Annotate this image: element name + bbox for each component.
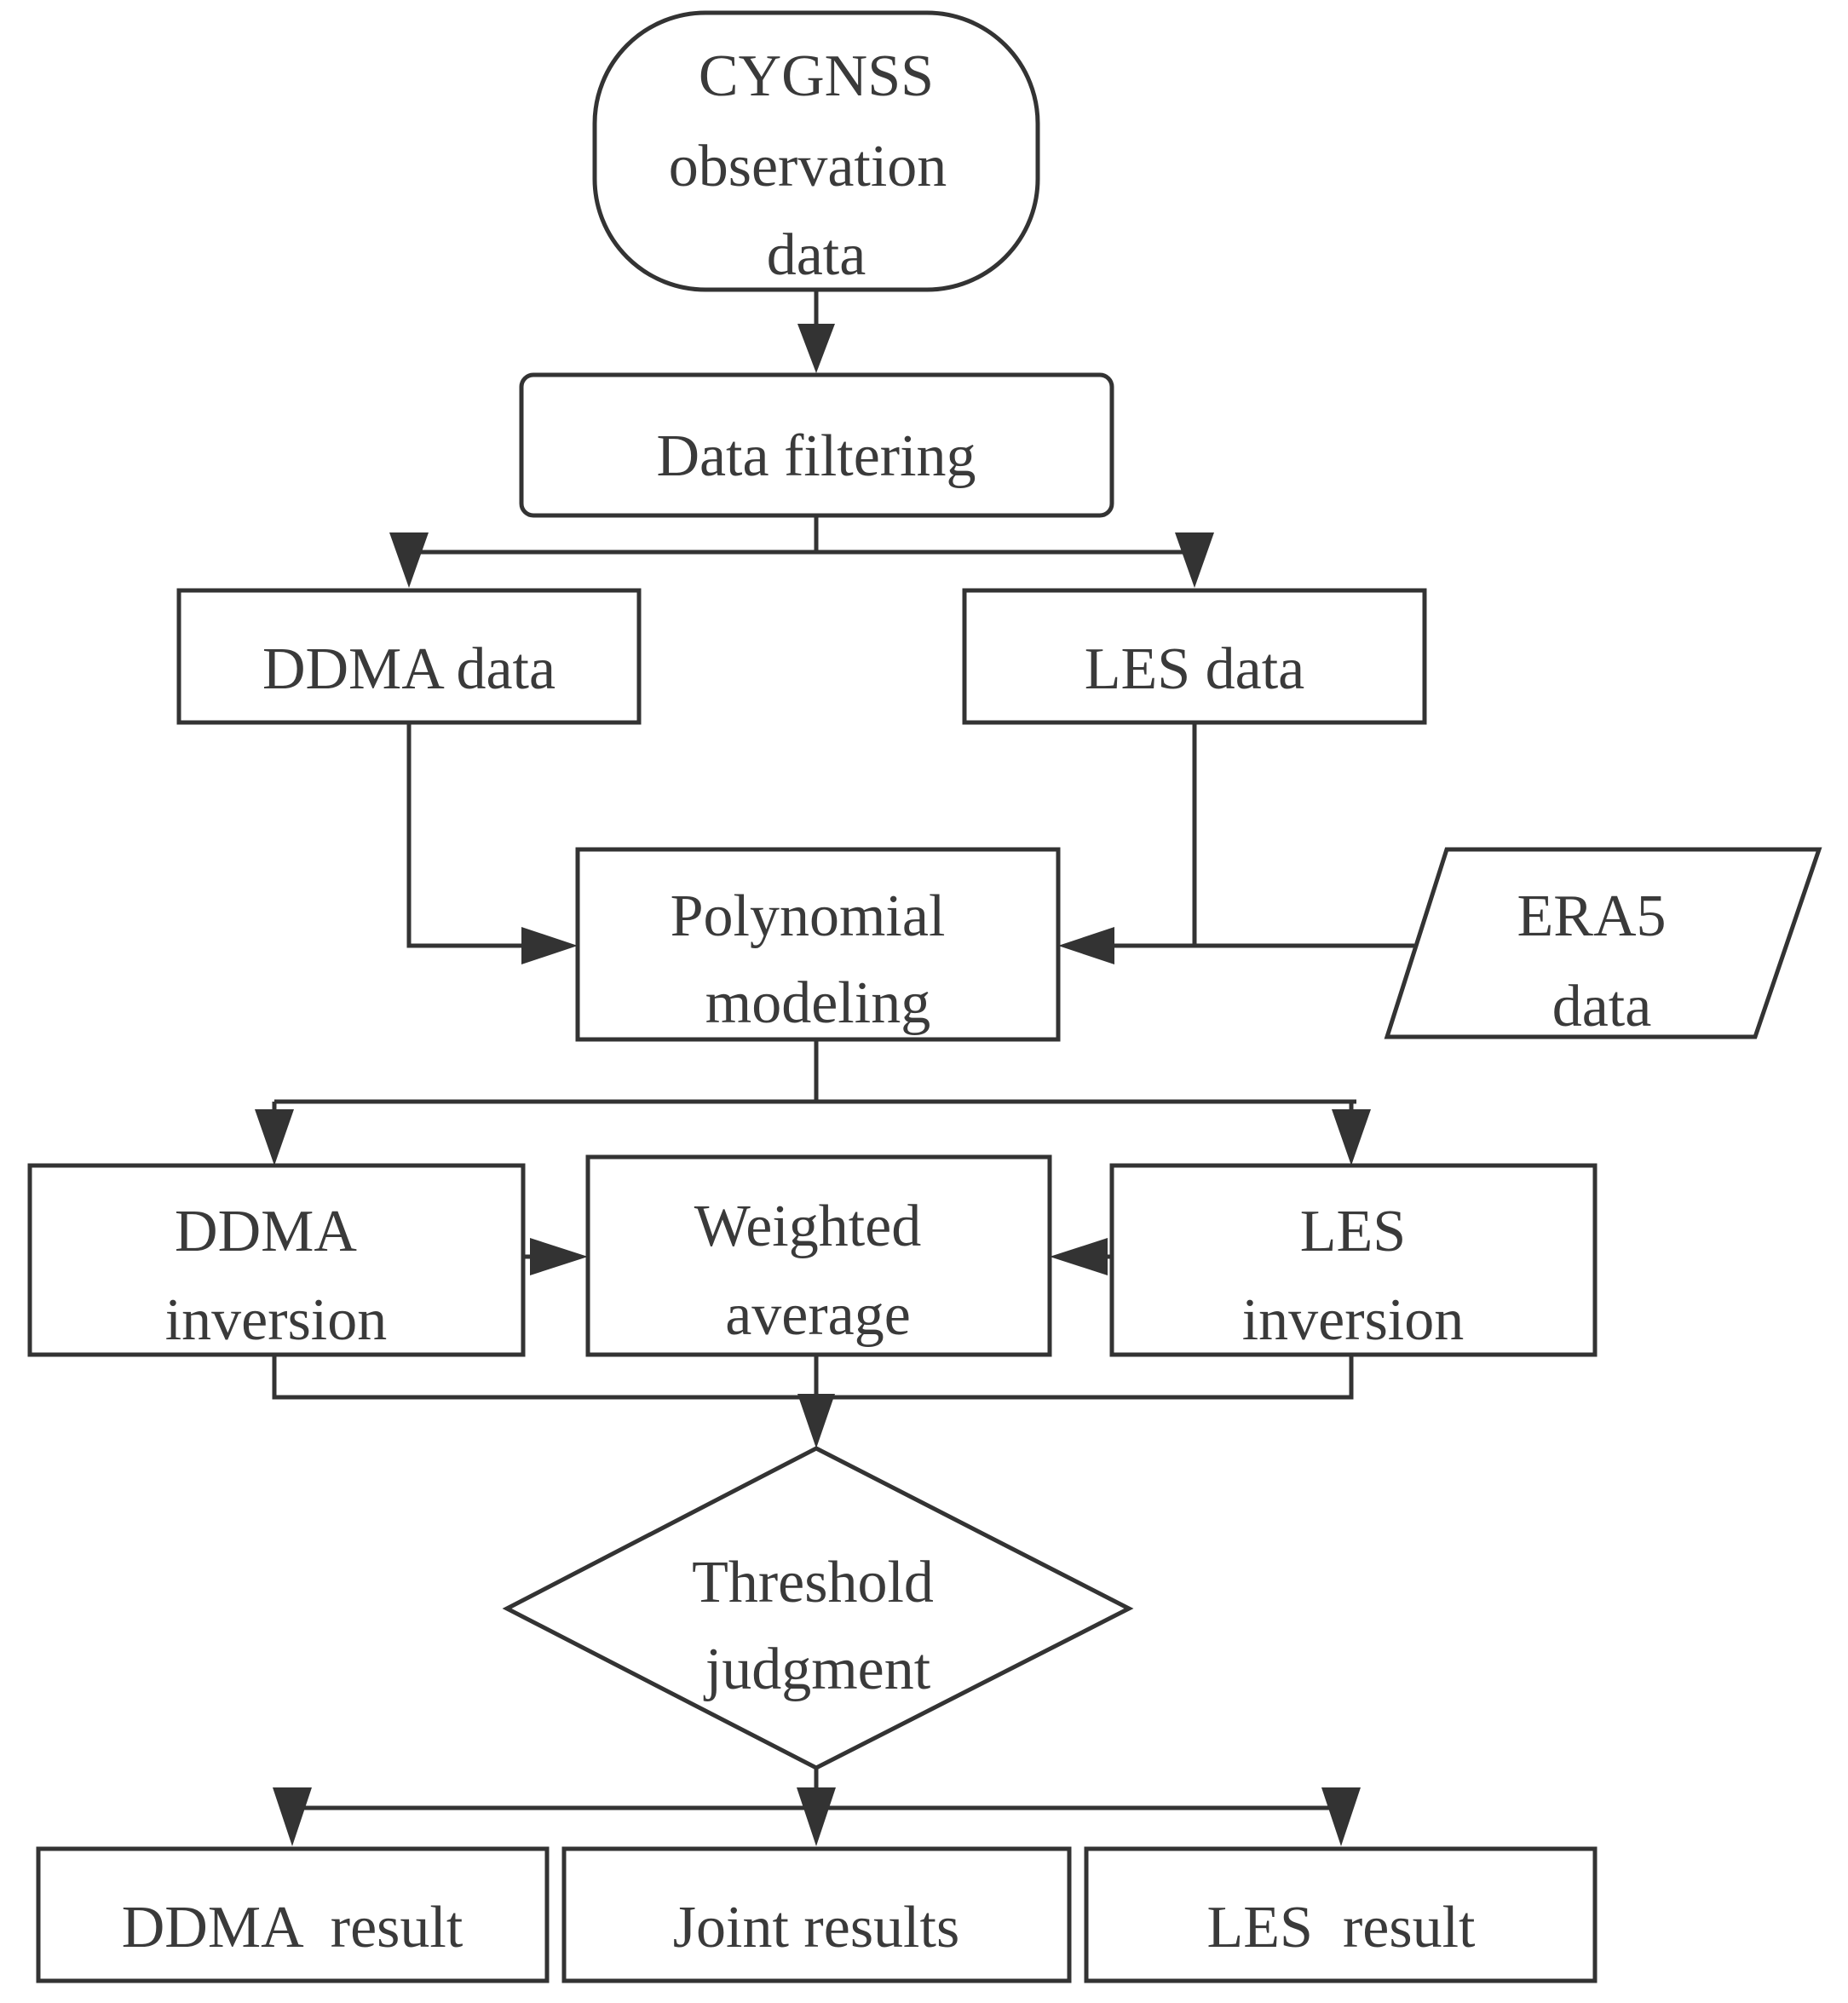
process-shape xyxy=(585,1154,1052,1357)
node-label-line: DDMA result xyxy=(122,1895,463,1960)
node-label-line: inversion xyxy=(1242,1287,1465,1353)
node-les-result: LES result xyxy=(1084,1846,1598,1983)
terminator-shape xyxy=(592,10,1040,292)
node-label-line: inversion xyxy=(165,1287,388,1353)
node-ddma-inversion: DDMA inversion xyxy=(27,1163,526,1357)
node-label-line: observation xyxy=(669,134,947,199)
edge-poly-split xyxy=(272,1039,1356,1125)
node-label-line: Data filtering xyxy=(656,423,976,489)
node-label-line: Weighted xyxy=(694,1194,922,1259)
node-label-line: Polynomial xyxy=(671,884,946,949)
edge-filtering-split xyxy=(406,515,1197,555)
node-ddma-data: DDMA data xyxy=(176,588,642,725)
arrowhead-les-inv xyxy=(1332,1109,1371,1166)
node-label-line: LES data xyxy=(1085,636,1305,702)
node-label-line: LES result xyxy=(1207,1895,1477,1960)
process-shape xyxy=(519,372,1114,518)
node-label-line: average xyxy=(725,1282,911,1348)
node-label-line: data xyxy=(767,222,866,288)
node-label-line: DDMA data xyxy=(262,636,556,702)
node-joint-results: Joint results xyxy=(561,1846,1072,1983)
node-label-line: CYGNSS xyxy=(699,43,934,109)
arrowhead-les-data xyxy=(1175,532,1214,588)
arrowhead-ddma-result xyxy=(273,1787,312,1846)
arrowhead-les-result xyxy=(1321,1787,1361,1846)
arrowhead-filtering xyxy=(797,324,835,373)
node-les-inversion: LES inversion xyxy=(1109,1163,1598,1357)
arrowhead-weighted-right xyxy=(1050,1238,1108,1275)
process-shape xyxy=(962,588,1427,725)
process-shape xyxy=(27,1163,526,1357)
process-shape xyxy=(1109,1163,1598,1357)
process-shape xyxy=(176,588,642,725)
connectors xyxy=(255,290,1414,1846)
node-ddma-result: DDMA result xyxy=(36,1846,550,1983)
node-label-line: judgment xyxy=(703,1637,931,1702)
node-label-line: ERA5 xyxy=(1517,884,1667,949)
arrowhead-ddma-data xyxy=(389,532,429,588)
node-polynomial-modeling: Polynomial modeling xyxy=(575,847,1061,1042)
process-shape xyxy=(575,847,1061,1042)
arrowhead-threshold xyxy=(797,1394,835,1448)
node-label-line: Threshold xyxy=(692,1550,934,1615)
node-les-data: LES data xyxy=(962,588,1427,725)
data-shape xyxy=(1384,847,1822,1039)
node-label-line: LES xyxy=(1300,1199,1406,1264)
process-shape xyxy=(561,1846,1072,1983)
arrowhead-ddma-inv xyxy=(255,1109,294,1166)
node-weighted-average: Weighted average xyxy=(585,1154,1052,1357)
arrowhead-weighted-left xyxy=(530,1238,588,1275)
process-shape xyxy=(36,1846,550,1983)
node-label-line: modeling xyxy=(705,970,930,1036)
node-label-line: data xyxy=(1552,974,1652,1039)
arrowhead-joint-result xyxy=(797,1787,836,1846)
node-label-line: DDMA xyxy=(175,1199,357,1264)
edge-ddma-data-to-poly xyxy=(406,722,537,948)
arrowhead-poly-right xyxy=(1058,927,1114,964)
node-cygnss-observation-data: CYGNSS observation data xyxy=(592,10,1040,292)
node-threshold-judgment: Threshold judgment xyxy=(502,1446,1134,1770)
process-shape xyxy=(1084,1846,1598,1983)
node-label-line: Joint results xyxy=(673,1895,959,1960)
arrowhead-poly-left xyxy=(521,927,578,964)
node-era5-data: ERA5 data xyxy=(1384,847,1822,1039)
decision-shape xyxy=(502,1446,1134,1770)
node-data-filtering: Data filtering xyxy=(519,372,1114,518)
